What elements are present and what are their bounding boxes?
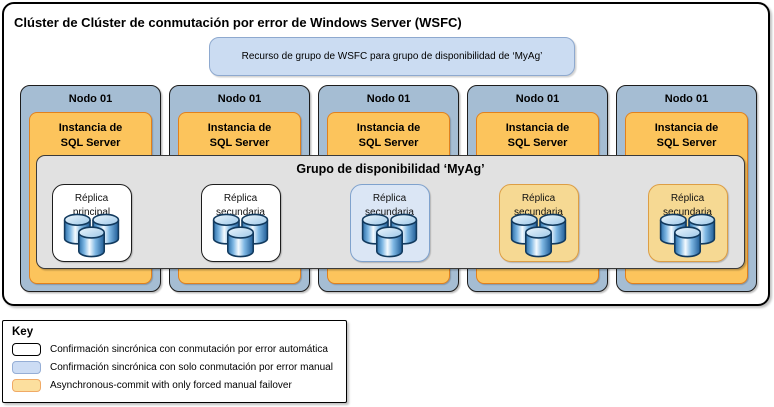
- database-cluster-icon: [212, 213, 270, 259]
- sql-server-instance-label: Instancia de SQL Server: [58, 122, 123, 149]
- replica-label: Réplica secundaria: [514, 193, 563, 218]
- replica-primary: Réplica principal: [51, 184, 132, 262]
- node-label: Nodo 01: [217, 93, 262, 105]
- replica-secondary-1: Réplica secundaria: [200, 184, 281, 262]
- replica-label: Réplica secundaria: [216, 193, 265, 218]
- sql-server-instance-label: Instancia de SQL Server: [654, 122, 719, 149]
- legend-swatch-sync-manual: [12, 361, 41, 374]
- diagram-title: Clúster de Clúster de conmutación por er…: [14, 15, 462, 30]
- node-label: Nodo 01: [68, 93, 113, 105]
- replica-label: Réplica secundaria: [663, 193, 712, 218]
- sql-server-instance-label: Instancia de SQL Server: [207, 122, 272, 149]
- replica-secondary-2: Réplica secundaria: [349, 184, 430, 262]
- replica-label: Réplica principal: [72, 193, 111, 218]
- availability-group-band: Grupo de disponibilidad ‘MyAg’ Réplica p…: [36, 155, 745, 269]
- availability-group-title: Grupo de disponibilidad ‘MyAg’: [296, 162, 485, 176]
- legend-row-sync-auto: Confirmación sincrónica con conmutación …: [12, 343, 346, 356]
- node-label: Nodo 01: [366, 93, 411, 105]
- legend-swatch-sync-auto: [12, 343, 41, 356]
- node-label: Nodo 01: [515, 93, 560, 105]
- database-cluster-icon: [659, 213, 717, 259]
- database-cluster-icon: [63, 213, 121, 259]
- replica-secondary-4: Réplica secundaria: [647, 184, 728, 262]
- replica-label: Réplica secundaria: [365, 193, 414, 218]
- legend-row-async: Asynchronous-commit with only forced man…: [12, 379, 346, 392]
- sql-server-instance-label: Instancia de SQL Server: [356, 122, 421, 149]
- wsfc-resource-group-box: Recurso de grupo de WSFC para grupo de d…: [209, 37, 575, 76]
- legend-swatch-async: [12, 379, 41, 392]
- legend-row-sync-manual: Confirmación sincrónica con solo conmuta…: [12, 361, 346, 374]
- replica-secondary-3: Réplica secundaria: [498, 184, 579, 262]
- database-cluster-icon: [361, 213, 419, 259]
- node-label: Nodo 01: [664, 93, 709, 105]
- sql-server-instance-label: Instancia de SQL Server: [505, 122, 570, 149]
- database-cluster-icon: [510, 213, 568, 259]
- legend-box: Key Confirmación sincrónica con conmutac…: [2, 320, 347, 403]
- wsfc-cluster-box: Clúster de Clúster de conmutación por er…: [2, 2, 770, 306]
- legend-title: Key: [12, 326, 34, 338]
